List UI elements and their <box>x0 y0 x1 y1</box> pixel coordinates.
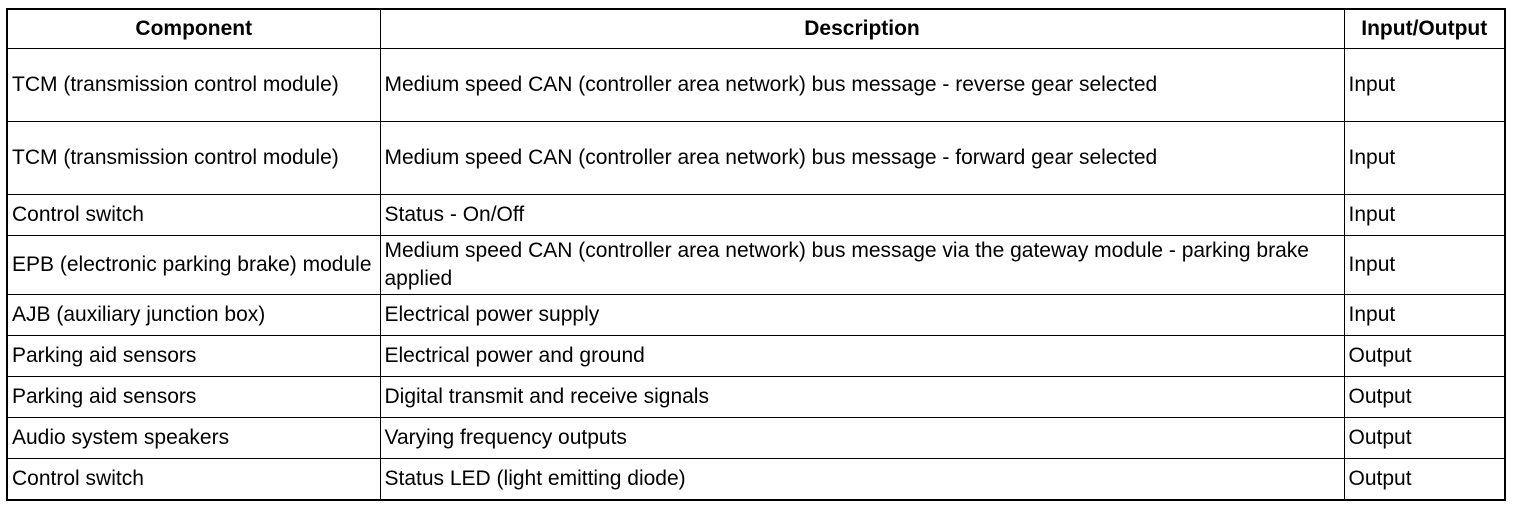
cell-component: TCM (transmission control module) <box>6 48 381 122</box>
header-description: Description <box>379 8 1345 49</box>
cell-description: Medium speed CAN (controller area networ… <box>379 121 1345 195</box>
cell-input-output: Output <box>1343 376 1506 418</box>
table-row: Control switch Status LED (light emittin… <box>6 458 1506 501</box>
cell-component: Control switch <box>6 194 381 236</box>
cell-description: Electrical power and ground <box>379 335 1345 377</box>
cell-input-output: Input <box>1343 194 1506 236</box>
table-row: TCM (transmission control module) Medium… <box>6 48 1506 122</box>
cell-component: Control switch <box>6 458 381 501</box>
table-row: Parking aid sensors Electrical power and… <box>6 335 1506 377</box>
table-row: Control switch Status - On/Off Input <box>6 194 1506 236</box>
cell-input-output: Input <box>1343 294 1506 336</box>
cell-input-output: Output <box>1343 458 1506 501</box>
table-row: EPB (electronic parking brake) module Me… <box>6 235 1506 295</box>
component-io-table: Component Description Input/Output TCM (… <box>6 8 1506 501</box>
cell-input-output: Input <box>1343 121 1506 195</box>
cell-description: Status LED (light emitting diode) <box>379 458 1345 501</box>
table-row: Parking aid sensors Digital transmit and… <box>6 376 1506 418</box>
table-header-row: Component Description Input/Output <box>6 8 1506 49</box>
header-component: Component <box>6 8 381 49</box>
cell-description: Electrical power supply <box>379 294 1345 336</box>
table-row: TCM (transmission control module) Medium… <box>6 121 1506 195</box>
table-row: Audio system speakers Varying frequency … <box>6 417 1506 459</box>
cell-component: Parking aid sensors <box>6 335 381 377</box>
cell-component: AJB (auxiliary junction box) <box>6 294 381 336</box>
cell-description: Medium speed CAN (controller area networ… <box>379 48 1345 122</box>
cell-input-output: Output <box>1343 417 1506 459</box>
table-row: AJB (auxiliary junction box) Electrical … <box>6 294 1506 336</box>
cell-input-output: Input <box>1343 48 1506 122</box>
cell-input-output: Output <box>1343 335 1506 377</box>
cell-component: Parking aid sensors <box>6 376 381 418</box>
cell-component: Audio system speakers <box>6 417 381 459</box>
cell-component: EPB (electronic parking brake) module <box>6 235 381 295</box>
cell-description: Varying frequency outputs <box>379 417 1345 459</box>
cell-input-output: Input <box>1343 235 1506 295</box>
cell-description: Digital transmit and receive signals <box>379 376 1345 418</box>
cell-description: Medium speed CAN (controller area networ… <box>379 235 1345 295</box>
cell-component: TCM (transmission control module) <box>6 121 381 195</box>
header-input-output: Input/Output <box>1343 8 1506 49</box>
cell-description: Status - On/Off <box>379 194 1345 236</box>
